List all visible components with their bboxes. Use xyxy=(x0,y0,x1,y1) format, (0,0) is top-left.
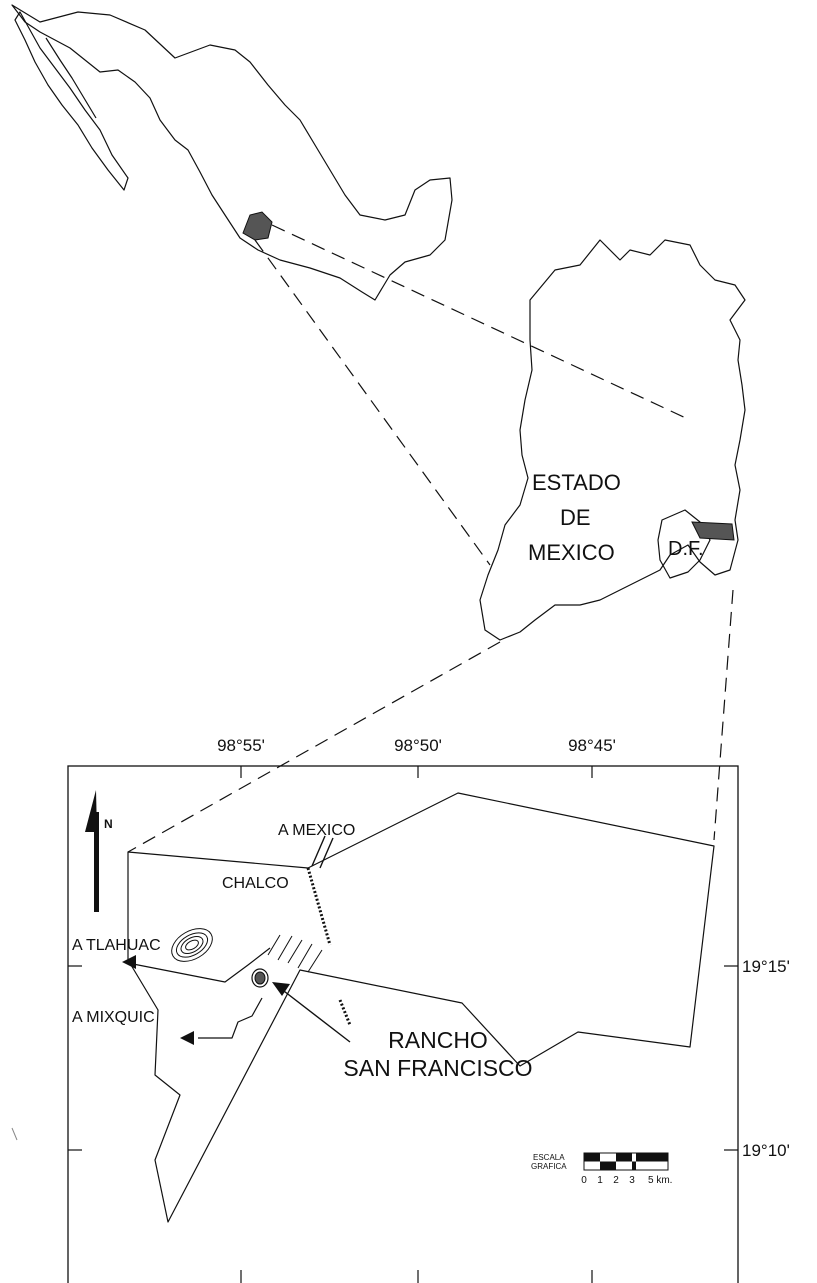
tlahuac-arrowhead xyxy=(122,955,136,969)
connector-line-1 xyxy=(254,239,491,566)
df-label: D.F. xyxy=(668,538,704,560)
latitude-label-1: 19°15' xyxy=(742,957,790,976)
canal-hatching xyxy=(267,934,323,973)
north-arrow: N xyxy=(85,790,113,912)
rancho-label-line1: RANCHO xyxy=(388,1027,488,1053)
chalco-label: CHALCO xyxy=(222,875,289,892)
scale-number-1: 1 xyxy=(597,1175,603,1186)
mexico-state-label: MEXICO xyxy=(528,540,615,565)
estado-label: ESTADO xyxy=(532,470,621,495)
a-mixquic-label: A MIXQUIC xyxy=(72,1009,155,1026)
longitude-label-1: 98°55' xyxy=(217,736,265,755)
detail-map: 98°55' 98°50' 98°45' 19°15' 19°10' xyxy=(67,736,790,1283)
distrito-federal-outline xyxy=(657,509,711,579)
north-label: N xyxy=(104,817,113,831)
connector-line-3 xyxy=(127,641,501,853)
highway-line-1 xyxy=(311,835,326,867)
chalco-municipality-outline xyxy=(127,792,715,1223)
scale-number-5: 5 km. xyxy=(648,1175,672,1186)
estado-de-mexico-map: ESTADO DE MEXICO D.F. xyxy=(479,239,746,641)
highway-line-2 xyxy=(319,837,334,869)
estado-de-mexico-outline xyxy=(479,239,746,641)
scale-number-0: 0 xyxy=(581,1175,587,1186)
longitude-label-2: 98°50' xyxy=(394,736,442,755)
scale-bar: ESCALA GRAFICA 0 1 2 3 5 km. xyxy=(531,1152,672,1186)
mexico-country-map xyxy=(11,4,453,301)
rancho-label-line2: SAN FRANCISCO xyxy=(343,1055,532,1081)
rancho-site-marker xyxy=(251,968,269,988)
a-tlahuac-label: A TLAHUAC xyxy=(72,937,161,954)
scale-number-2: 2 xyxy=(613,1175,619,1186)
road-to-mixquic xyxy=(198,997,263,1039)
mexico-mainland-outline xyxy=(11,4,453,301)
scale-title-line1: ESCALA xyxy=(533,1153,565,1162)
gulf-coast-detail xyxy=(45,37,97,119)
connector-line-2 xyxy=(271,224,691,421)
latitude-label-2: 19°10' xyxy=(742,1141,790,1160)
connector-line-4 xyxy=(713,589,734,841)
de-label: DE xyxy=(560,505,591,530)
central-region-highlight xyxy=(242,211,273,241)
detail-map-frame xyxy=(67,765,739,1283)
stray-mark xyxy=(11,1127,18,1141)
a-mexico-label: A MEXICO xyxy=(278,822,355,839)
chalco-region-highlight xyxy=(691,521,735,541)
road-to-tlahuac xyxy=(127,947,271,983)
rancho-pointer-arrowhead xyxy=(272,982,290,996)
railway-segment xyxy=(338,999,352,1026)
scale-title-line2: GRAFICA xyxy=(531,1162,567,1171)
mixquic-arrowhead xyxy=(180,1031,194,1045)
baja-california-outline xyxy=(14,11,129,191)
rancho-pointer-line xyxy=(279,987,351,1043)
scale-number-3: 3 xyxy=(629,1175,635,1186)
railway-line xyxy=(306,867,332,946)
volcano-contours xyxy=(171,928,213,962)
longitude-label-3: 98°45' xyxy=(568,736,616,755)
